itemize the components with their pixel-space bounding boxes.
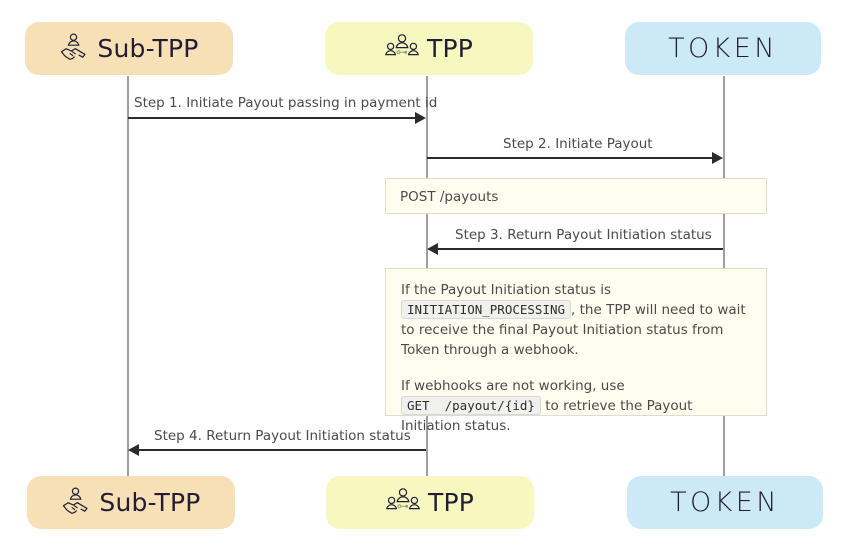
note-text-before-code-1: If the Payout Initiation status is (401, 282, 611, 298)
lifeline-sub-tpp (127, 76, 129, 476)
note-webhook-paragraph-1: If the Payout Initiation status is INITI… (401, 280, 751, 360)
message-line-step4 (134, 449, 426, 451)
three-people-icon (385, 33, 419, 65)
arrowhead-step4 (128, 444, 139, 456)
note-post-payouts-text: POST /payouts (400, 189, 499, 205)
arrowhead-step2 (712, 152, 723, 164)
message-label-step2: Step 2. Initiate Payout (503, 136, 653, 152)
message-label-step3: Step 3. Return Payout Initiation status (455, 227, 712, 243)
handshake-people-icon (61, 486, 91, 519)
message-label-step1: Step 1. Initiate Payout passing in payme… (134, 95, 438, 111)
message-line-step3 (432, 248, 723, 250)
participant-label: TPP (427, 488, 475, 517)
three-people-icon (386, 487, 420, 519)
message-line-step1 (128, 117, 420, 119)
participant-token-top[interactable]: TOKEN (625, 22, 821, 75)
code-chip-initiation-processing: INITIATION_PROCESSING (401, 300, 572, 319)
participant-tpp-bottom[interactable]: TPP (326, 476, 534, 529)
participant-label: Sub-TPP (97, 34, 199, 63)
note-text-before-code-2: If webhooks are not working, use (401, 378, 625, 394)
message-line-step2 (427, 157, 717, 159)
participant-sub-tpp-bottom[interactable]: Sub-TPP (27, 476, 235, 529)
arrowhead-step1 (415, 112, 426, 124)
note-webhook-paragraph-2: If webhooks are not working, use GET /pa… (401, 376, 751, 436)
handshake-people-icon (59, 32, 89, 65)
participant-sub-tpp-top[interactable]: Sub-TPP (25, 22, 233, 75)
participant-label: TPP (426, 34, 474, 63)
note-text-after-code-2: to retrieve the Payout Initiation status… (401, 398, 693, 434)
arrowhead-step3 (427, 243, 438, 255)
message-label-step4: Step 4. Return Payout Initiation status (154, 428, 411, 444)
participant-token-bottom[interactable]: TOKEN (627, 476, 823, 529)
participant-label: Sub-TPP (99, 488, 201, 517)
note-webhook-info: If the Payout Initiation status is INITI… (385, 268, 767, 434)
participant-label: TOKEN (668, 33, 778, 64)
note-post-payouts: POST /payouts (385, 178, 767, 214)
note-text-after-code-1: , the TPP will need to wait to receive t… (401, 302, 746, 358)
participant-label: TOKEN (670, 487, 780, 518)
participant-tpp-top[interactable]: TPP (325, 22, 533, 75)
code-chip-get-payout-id: GET /payout/{id} (401, 396, 541, 415)
